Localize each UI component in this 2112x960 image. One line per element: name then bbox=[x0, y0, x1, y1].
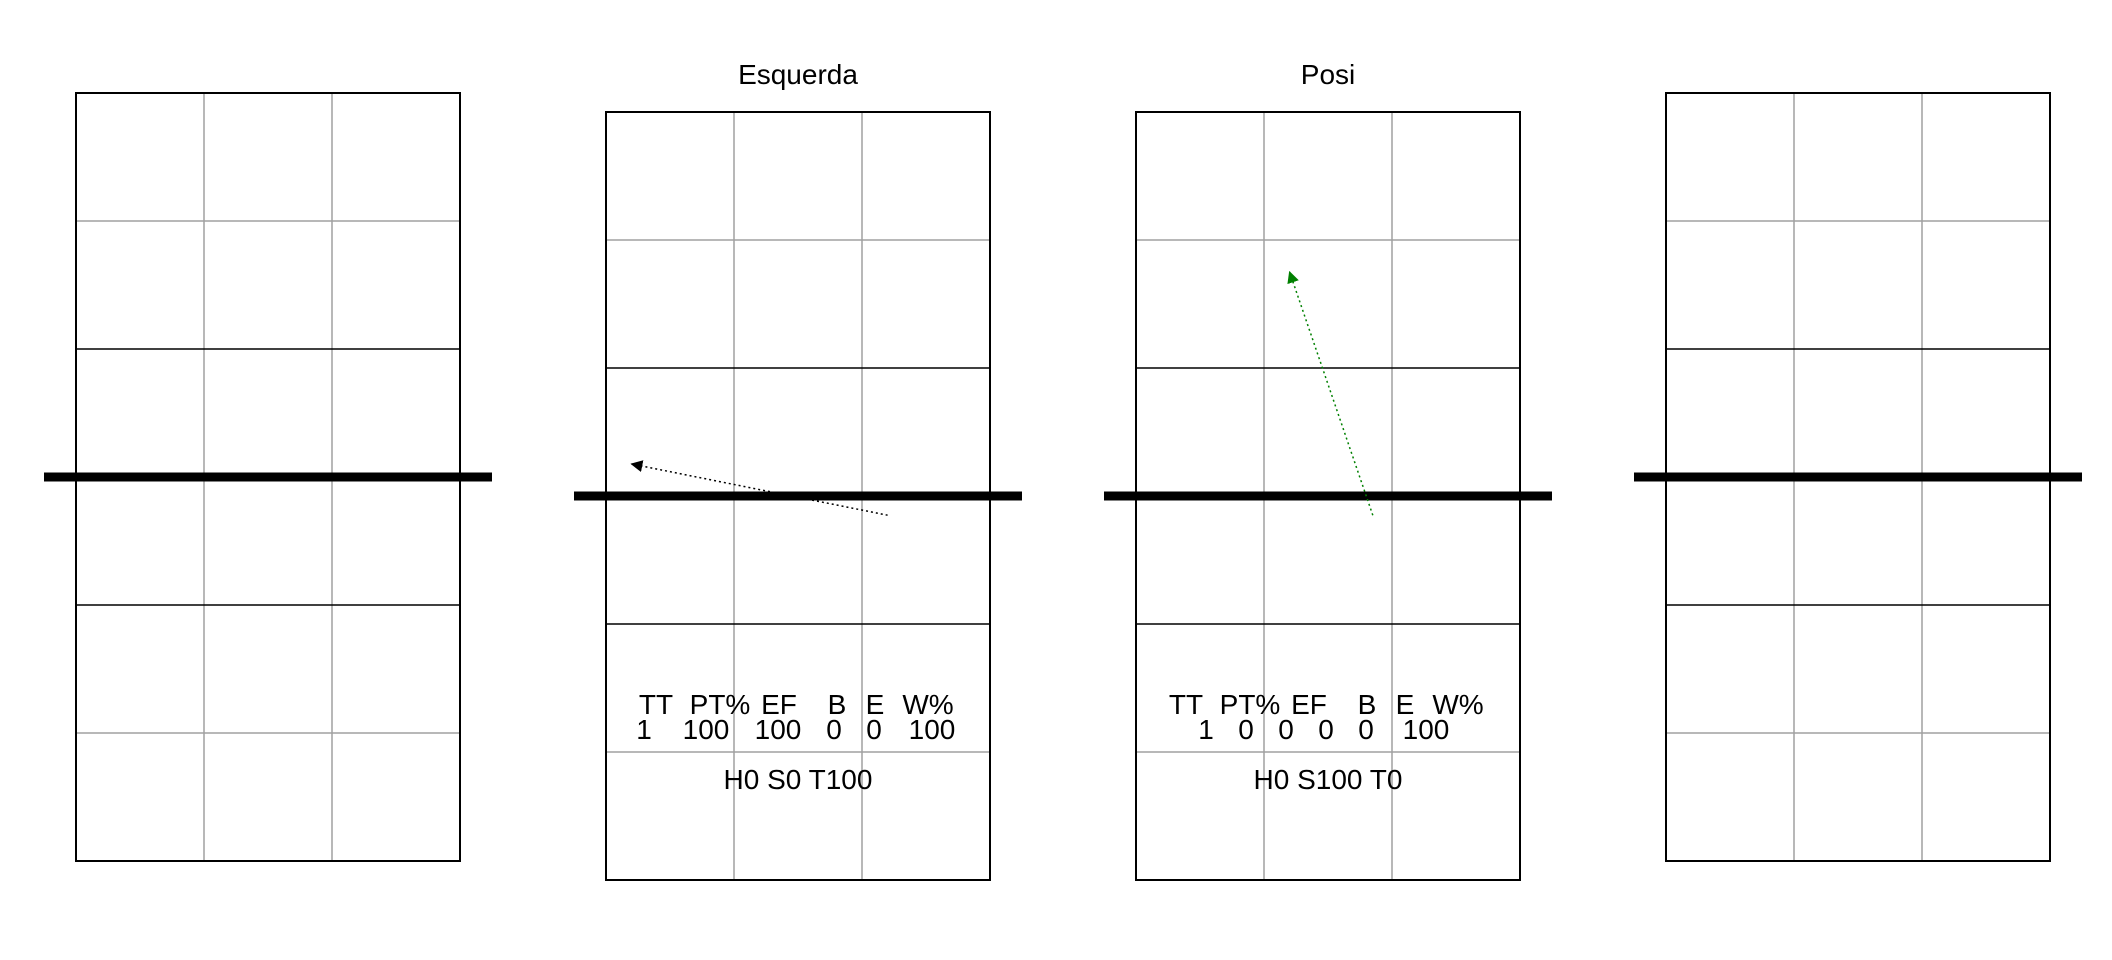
stat-header-ef: EF bbox=[1291, 689, 1327, 720]
stat-header-b: B bbox=[828, 689, 847, 720]
stats-summary: H0 S100 T0 bbox=[1254, 764, 1403, 795]
movement-arrow bbox=[1287, 270, 1374, 516]
stat-value-tt: 1 bbox=[636, 714, 652, 745]
court-title: Posi bbox=[1301, 59, 1355, 90]
stat-value-w: 100 bbox=[909, 714, 956, 745]
court-3: Posi TT PT% EF B E W% 1 0 0 0 0 100 H0 S… bbox=[1104, 59, 1552, 881]
stats-block: TT PT% EF B E W% 1 100 100 0 0 100 H0 S0… bbox=[636, 689, 955, 795]
stat-header-tt: TT bbox=[1169, 689, 1203, 720]
stats-headers: TT PT% EF B E W% bbox=[639, 689, 954, 720]
stat-value-pt: 0 bbox=[1238, 714, 1254, 745]
stat-header-pt: PT% bbox=[1220, 689, 1281, 720]
stat-value-b: 0 bbox=[1318, 714, 1334, 745]
stat-header-e: E bbox=[866, 689, 885, 720]
stat-value-ef: 0 bbox=[1278, 714, 1294, 745]
stat-header-w: W% bbox=[902, 689, 953, 720]
stat-value-pt: 100 bbox=[683, 714, 730, 745]
stats-block: TT PT% EF B E W% 1 0 0 0 0 100 H0 S100 T… bbox=[1169, 689, 1484, 795]
stat-header-b: B bbox=[1358, 689, 1377, 720]
court-title: Esquerda bbox=[738, 59, 858, 90]
court-1 bbox=[44, 92, 492, 862]
stat-header-e: E bbox=[1396, 689, 1415, 720]
stat-value-w: 100 bbox=[1403, 714, 1450, 745]
stat-header-ef: EF bbox=[761, 689, 797, 720]
stats-summary: H0 S0 T100 bbox=[724, 764, 873, 795]
stat-value-e: 0 bbox=[1358, 714, 1374, 745]
court-2: Esquerda TT PT% EF B E W% 1 100 100 0 0 … bbox=[574, 59, 1022, 881]
stat-header-w: W% bbox=[1432, 689, 1483, 720]
stat-value-tt: 1 bbox=[1198, 714, 1214, 745]
stat-value-b: 0 bbox=[826, 714, 842, 745]
movement-arrow bbox=[630, 460, 888, 516]
stat-value-ef: 100 bbox=[755, 714, 802, 745]
stat-header-pt: PT% bbox=[690, 689, 751, 720]
stat-header-tt: TT bbox=[639, 689, 673, 720]
court-4 bbox=[1634, 92, 2082, 862]
stats-values: 1 100 100 0 0 100 bbox=[636, 714, 955, 745]
stats-headers: TT PT% EF B E W% bbox=[1169, 689, 1484, 720]
stats-values: 1 0 0 0 0 100 bbox=[1198, 714, 1449, 745]
stat-value-e: 0 bbox=[866, 714, 882, 745]
